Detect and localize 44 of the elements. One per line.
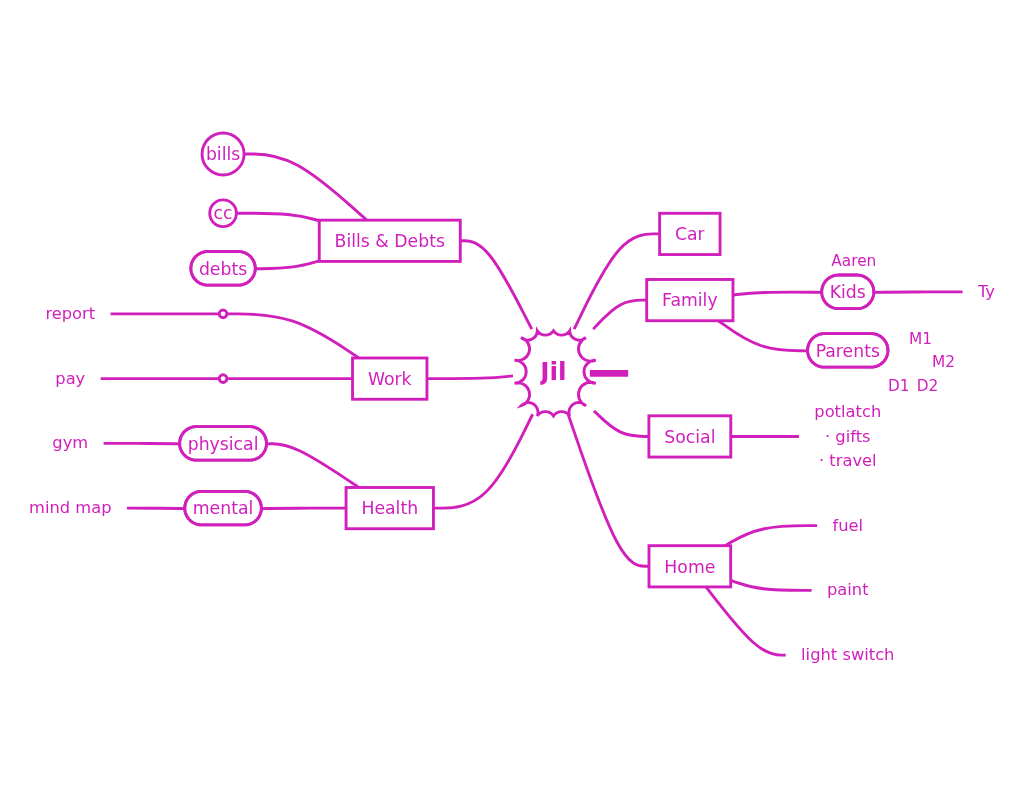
node-label: D1 xyxy=(887,376,910,395)
node-text: Ty xyxy=(977,281,995,301)
node-label: M2 xyxy=(932,352,956,371)
node-box: Work xyxy=(351,356,429,401)
node-text: potlatch · gifts · travel xyxy=(814,401,882,470)
connector xyxy=(460,239,534,330)
node-label: M1 xyxy=(909,329,933,348)
connector xyxy=(226,377,353,381)
node-circle: bills xyxy=(200,131,246,177)
connector xyxy=(730,435,799,438)
connector xyxy=(874,290,963,294)
node-box: Home xyxy=(647,544,733,589)
connector xyxy=(724,524,818,547)
node-text: paint xyxy=(826,580,869,600)
node-circle xyxy=(217,373,229,384)
connector xyxy=(730,579,812,592)
connector xyxy=(255,259,320,271)
node-box: Family xyxy=(645,278,735,323)
connector xyxy=(261,506,347,511)
node-box: Bills & Debts xyxy=(317,218,462,263)
node-text: gym xyxy=(52,433,89,453)
node-box: Social xyxy=(647,414,733,459)
node-text: mind map xyxy=(29,497,112,517)
node-box: Car xyxy=(658,211,722,256)
node-text: fuel xyxy=(832,515,864,535)
connector xyxy=(592,409,649,438)
connector xyxy=(592,298,647,331)
node-circle: cc xyxy=(208,198,238,229)
node-text: light switch xyxy=(801,644,895,665)
node-box: Health xyxy=(344,486,435,531)
connector xyxy=(566,413,649,568)
connector xyxy=(236,211,320,223)
node-circle xyxy=(217,308,229,320)
connector xyxy=(572,232,660,330)
connector xyxy=(426,374,514,381)
node-label: Aaren xyxy=(831,252,877,271)
node-label: D2 xyxy=(916,376,939,395)
connector xyxy=(110,312,220,316)
node-text: pay xyxy=(55,368,86,388)
connector xyxy=(704,586,786,657)
node-text: report xyxy=(45,303,96,323)
connector xyxy=(589,370,629,377)
connector xyxy=(433,413,534,510)
connector xyxy=(100,377,220,381)
